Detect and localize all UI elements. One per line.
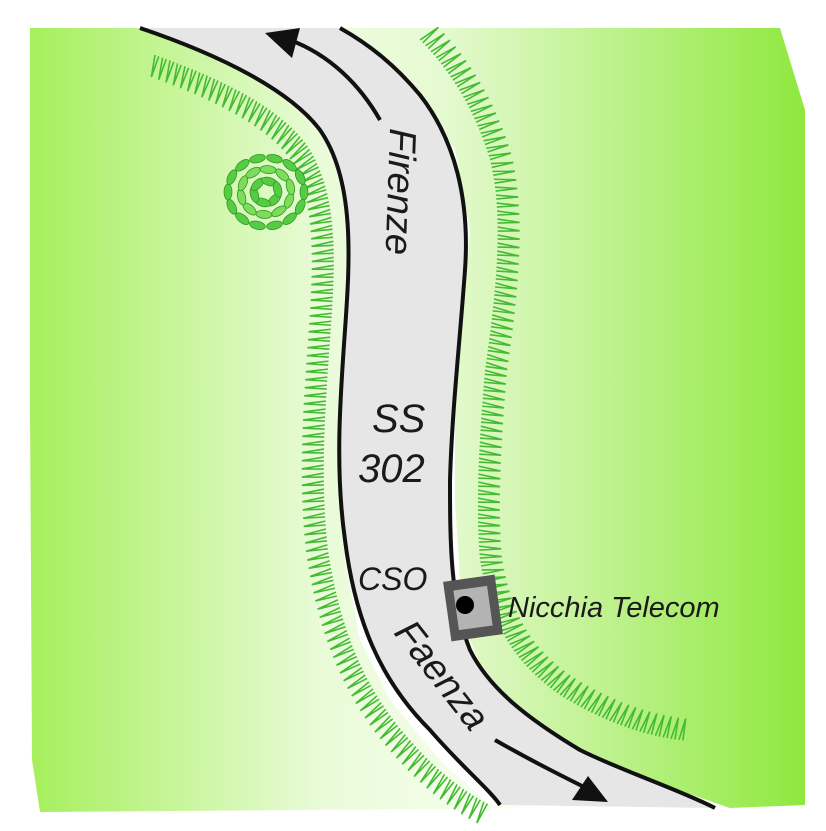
road-name-line1: SS [372,397,426,441]
direction-firenze-label: Firenze [377,128,423,256]
cso-label: CSO [358,561,427,597]
embankment-west [150,54,489,824]
arrow-to-faenza [494,738,608,802]
road-edge-east [339,26,716,810]
road-edge-west [139,26,502,807]
embankment-east [419,26,687,741]
tree-icon [223,154,309,230]
road-surface [140,28,715,808]
poi-label: Nicchia Telecom [508,592,720,624]
grass-right [140,28,805,808]
arrow-to-firenze [265,28,382,121]
telecom-niche-marker [443,574,503,642]
grass-left [30,28,560,812]
road-name-line2: 302 [358,447,425,491]
